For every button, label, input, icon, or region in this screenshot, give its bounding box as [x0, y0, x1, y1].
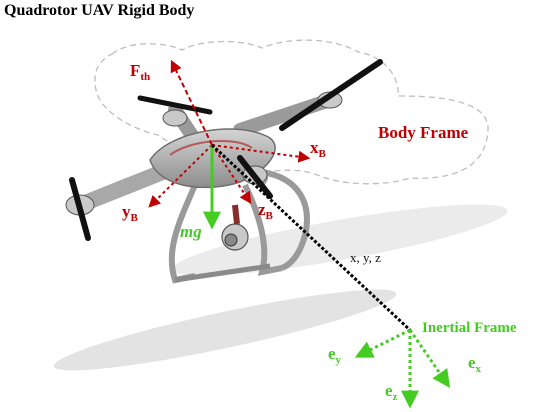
y-body-axis: [148, 144, 213, 208]
x-body-label: xB: [310, 138, 327, 160]
y-body-label: yB: [122, 202, 139, 224]
thrust-vector: [170, 59, 213, 146]
motor-back-right: [317, 91, 343, 109]
propeller-front-right: [237, 155, 273, 199]
shadow-far: [53, 289, 397, 371]
thrust-label: Fth: [130, 61, 150, 83]
e-y-axis: [354, 328, 411, 358]
e-y-label: ey: [328, 344, 342, 366]
z-body-label: zB: [258, 200, 274, 222]
propeller-front-left: [69, 177, 91, 241]
weight-label: mg: [180, 222, 202, 241]
motor-back-left: [162, 109, 188, 127]
x-body-axis: [211, 144, 311, 163]
body-frame-label: Body Frame: [378, 123, 469, 142]
diagram-title: Quadrotor UAV Rigid Body: [4, 2, 194, 19]
propeller-back-left: [137, 95, 213, 115]
propeller-back-right: [279, 59, 383, 131]
shadow-near: [172, 204, 508, 276]
e-x-axis: [408, 329, 451, 388]
e-x-label: ex: [468, 353, 482, 375]
position-label: x, y, z: [350, 250, 381, 265]
inertial-frame-label: Inertial Frame: [422, 320, 517, 336]
e-z-label: ez: [385, 381, 398, 403]
body-frame-cloud: [94, 39, 489, 185]
position-vector: [210, 143, 412, 332]
landing-gear: [168, 183, 198, 284]
